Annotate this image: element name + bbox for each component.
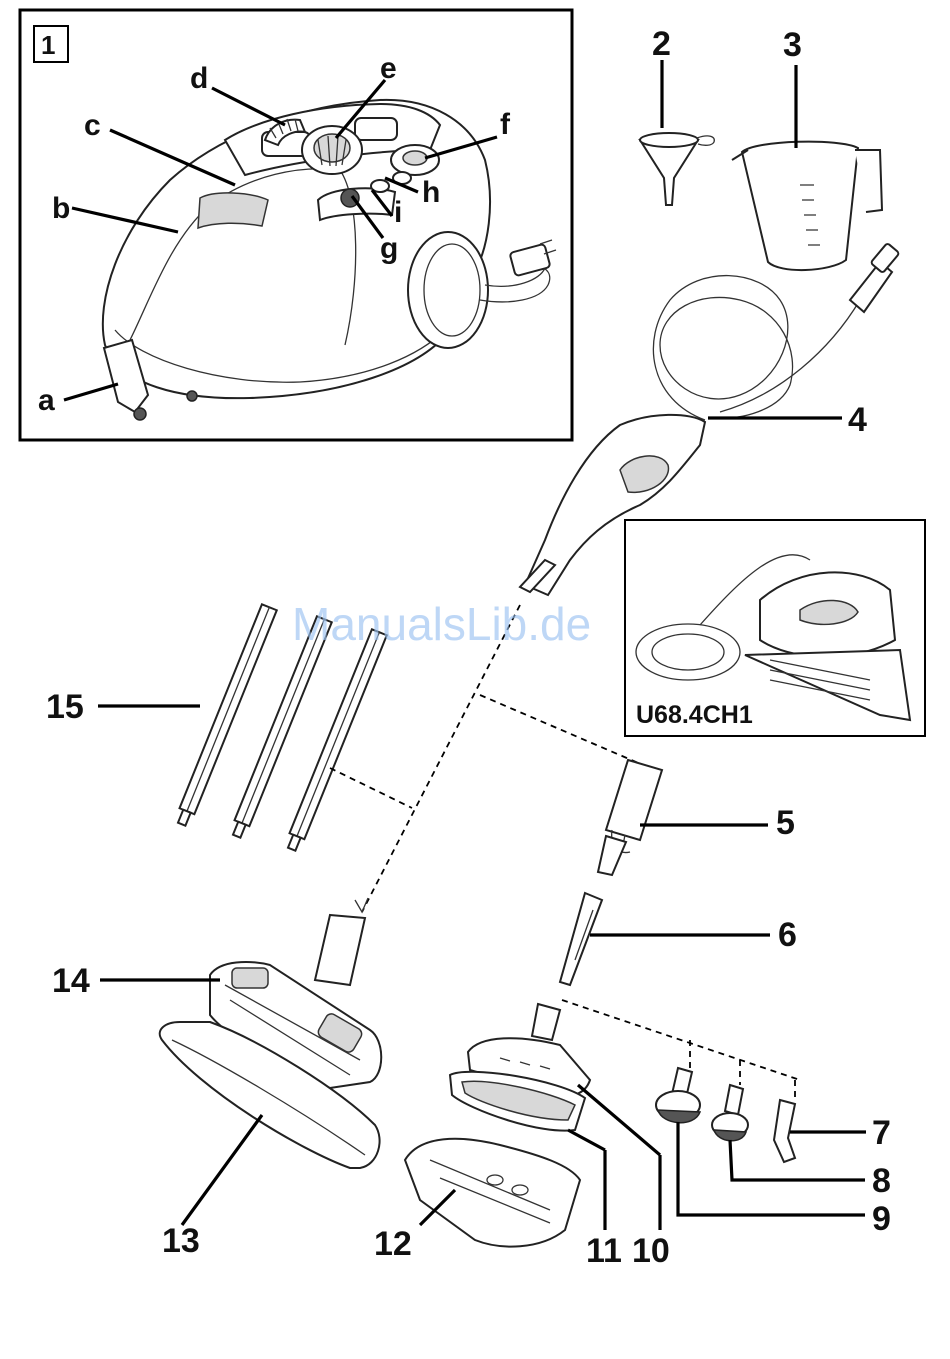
label-4: 4 xyxy=(848,401,867,439)
round-brush-small-part: 8 xyxy=(712,1085,891,1200)
round-brush-large-part: 9 xyxy=(656,1068,891,1238)
label-6: 6 xyxy=(778,916,797,954)
angled-nozzle-part: 7 xyxy=(774,1100,891,1162)
label-d: d xyxy=(190,62,208,95)
label-h: h xyxy=(422,176,440,209)
hand-nozzle-cover-part: 12 xyxy=(374,1139,580,1263)
label-e: e xyxy=(380,52,397,85)
funnel-part: 2 xyxy=(640,25,714,205)
label-2: 2 xyxy=(652,25,671,63)
figure-1-panel: 1 xyxy=(20,10,572,440)
nozzle-adapter-part: 5 xyxy=(598,760,795,875)
label-5: 5 xyxy=(776,804,795,842)
label-f: f xyxy=(500,108,511,141)
label-13: 13 xyxy=(162,1222,200,1260)
figure-number: 1 xyxy=(41,30,55,60)
label-3: 3 xyxy=(783,26,802,64)
label-10: 10 xyxy=(632,1232,670,1270)
label-14: 14 xyxy=(52,962,90,1000)
point-jet-nozzle-part: 6 xyxy=(560,893,797,985)
label-c: c xyxy=(84,109,101,142)
label-11: 11 xyxy=(586,1232,622,1270)
inset-model-label: U68.4CH1 xyxy=(636,701,753,729)
label-7: 7 xyxy=(872,1114,891,1152)
label-15: 15 xyxy=(46,688,84,726)
watermark: ManualsLib.de xyxy=(292,598,591,650)
label-a: a xyxy=(38,384,55,417)
label-g: g xyxy=(380,232,398,265)
measuring-jug-part: 3 xyxy=(732,26,882,270)
label-b: b xyxy=(52,192,70,225)
inset-iron-panel: U68.4CH1 xyxy=(625,520,925,736)
label-8: 8 xyxy=(872,1162,891,1200)
label-9: 9 xyxy=(872,1200,891,1238)
label-12: 12 xyxy=(374,1225,412,1263)
label-i: i xyxy=(394,196,402,229)
